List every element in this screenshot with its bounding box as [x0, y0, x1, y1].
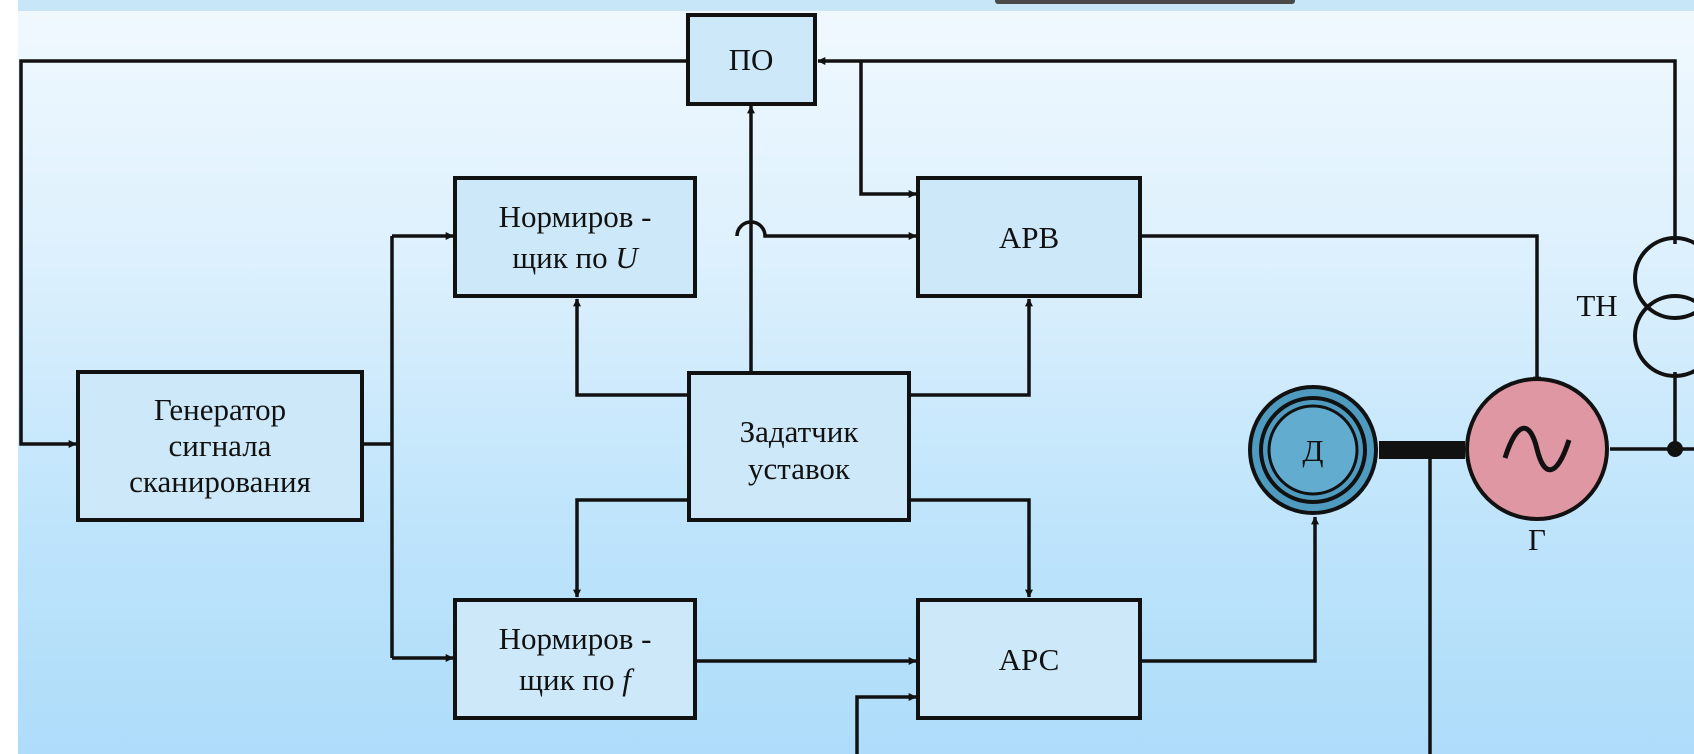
block-po: ПО [686, 13, 817, 106]
zadatchik-line1: Задатчик [740, 414, 860, 449]
generator-g: Г [1465, 377, 1609, 557]
block-norm-f: Нормиров - щик по f [453, 598, 697, 720]
top-strip [18, 0, 1694, 11]
wire-norm-u-to-arv [735, 220, 917, 240]
norm-f-label-line1: Нормиров - [499, 621, 652, 656]
block-arv: АРВ [916, 176, 1142, 298]
shaft [1379, 441, 1465, 459]
generator-signal-line2: сигнала [169, 428, 272, 463]
motor-d: Д [1248, 385, 1378, 515]
motor-label: Д [1302, 433, 1323, 468]
wire-bottom-to-ars [855, 693, 917, 754]
generator-label: Г [1528, 522, 1546, 557]
wire-po-to-generator [19, 59, 686, 448]
po-label: ПО [729, 42, 774, 77]
voltage-transformer-tn: ТН [1576, 236, 1694, 378]
wire-po-to-arv [859, 61, 917, 198]
junction-dot [1667, 441, 1683, 457]
wire-ars-to-motor [1139, 516, 1319, 663]
generator-signal-line1: Генератор [154, 392, 286, 427]
block-zadatchik: Задатчик уставок [687, 371, 911, 522]
wire-zad-to-arv [909, 298, 1033, 397]
wire-zad-to-norm-f [573, 498, 689, 598]
block-generator-signal: Генератор сигнала сканирования [76, 370, 364, 522]
scroll-bar-top[interactable] [995, 0, 1295, 4]
arv-label: АРВ [999, 220, 1059, 255]
norm-u-label-line1: Нормиров - [499, 199, 652, 234]
generator-signal-line3: сканирования [129, 464, 311, 499]
zadatchik-line2: уставок [748, 451, 851, 486]
wire-zad-to-ars [909, 498, 1033, 598]
wire-arv-to-gen [1139, 234, 1541, 385]
norm-u-label-line2: щик по U [512, 240, 640, 275]
ars-label: АРС [999, 642, 1060, 677]
connection-lines [19, 57, 1694, 754]
norm-f-label-line2: щик по f [519, 662, 635, 697]
block-norm-u: Нормиров - щик по U [453, 176, 697, 298]
tn-label: ТН [1576, 288, 1617, 323]
sine-icon [1502, 425, 1572, 473]
wire-tn-up-to-po [817, 57, 1677, 244]
block-ars: АРС [916, 598, 1142, 720]
wire-zad-to-norm-u [573, 298, 689, 397]
